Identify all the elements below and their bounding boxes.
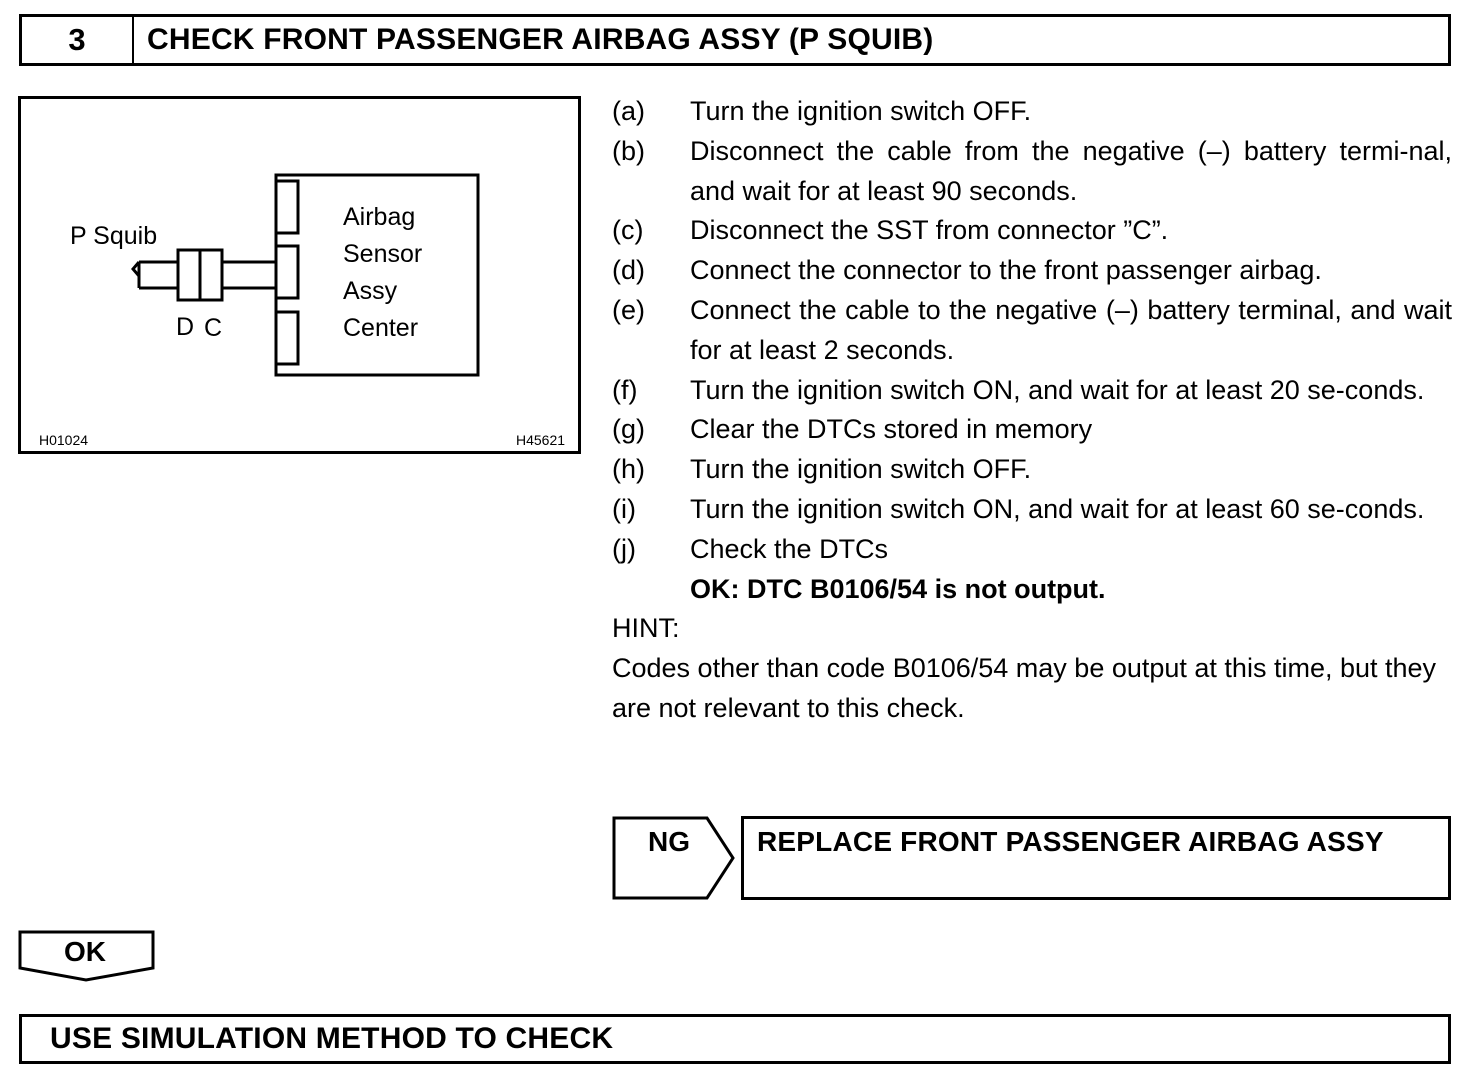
step-label: (g) [612, 414, 645, 445]
step-item: (a) Turn the ignition switch OFF. [612, 92, 1452, 132]
sensor-pin-1 [274, 179, 300, 235]
step-label: (e) [612, 294, 645, 325]
figure-code-right: H45621 [516, 432, 566, 448]
step-label: (f) [612, 374, 638, 405]
sensor-label-line-2: Sensor [343, 240, 423, 268]
wiring-diagram: P Squib D C Airbag Sensor Assy Center H0… [18, 96, 581, 454]
procedure-steps: (a) Turn the ignition switch OFF. (b) Di… [612, 92, 1452, 729]
step-text: Disconnect the cable from the negative (… [690, 135, 1452, 206]
ok-branch-arrow: OK [18, 930, 156, 982]
connector-d-label: D [176, 313, 195, 341]
step-item: (g) Clear the DTCs stored in memory [612, 410, 1452, 450]
step-text: Check the DTCs [690, 533, 889, 564]
step-text: Clear the DTCs stored in memory [690, 414, 1093, 445]
wiring-diagram-drawing [131, 173, 480, 377]
hint-label: HINT: [612, 613, 680, 644]
connector-d [176, 248, 202, 302]
ng-action-box: REPLACE FRONT PASSENGER AIRBAG ASSY [741, 816, 1451, 900]
step-text: Connect the cable to the negative (–) ba… [690, 294, 1452, 365]
sensor-label-line-3: Assy [343, 277, 398, 305]
step-item: (c) Disconnect the SST from connector ”C… [612, 211, 1452, 251]
p-squib-label: P Squib [70, 222, 158, 250]
ok-action-box: USE SIMULATION METHOD TO CHECK [19, 1014, 1451, 1064]
step-text: Turn the ignition switch OFF. [690, 96, 1032, 126]
step-item: (e) Connect the cable to the negative (–… [612, 291, 1452, 371]
step-label: (h) [612, 454, 645, 485]
step-text: Turn the ignition switch OFF. [690, 454, 1032, 485]
step-item: (b) Disconnect the cable from the negati… [612, 132, 1452, 212]
step-label: (d) [612, 255, 645, 286]
step-item: (f) Turn the ignition switch ON, and wai… [612, 371, 1452, 411]
step-item: (h) Turn the ignition switch OFF. [612, 450, 1452, 490]
squib-terminal [131, 261, 141, 277]
sensor-label-line-4: Center [343, 314, 419, 342]
step-text: Connect the connector to the front passe… [690, 255, 1322, 286]
step-label: (c) [612, 215, 644, 246]
step-text: Turn the ignition switch ON, and wait fo… [690, 493, 1425, 524]
ng-branch-arrow: NG [612, 816, 736, 900]
ng-arrow-shape [612, 816, 735, 900]
step-label: (i) [612, 493, 636, 524]
sensor-label-line-1: Airbag [343, 203, 416, 231]
step-label: (b) [612, 135, 645, 166]
step-text: Disconnect the SST from connector ”C”. [690, 215, 1169, 246]
step-item: (d) Connect the connector to the front p… [612, 251, 1452, 291]
sensor-pin-3 [274, 310, 300, 366]
step-title-bar: 3 CHECK FRONT PASSENGER AIRBAG ASSY (P S… [19, 14, 1451, 66]
sensor-box [274, 173, 480, 377]
step-label: (j) [612, 533, 636, 564]
step-text: Turn the ignition switch ON, and wait fo… [690, 374, 1425, 405]
step-label: (a) [612, 96, 645, 126]
ok-label: OK [64, 936, 106, 967]
figure-code-left: H01024 [39, 432, 89, 448]
step-title: CHECK FRONT PASSENGER AIRBAG ASSY (P SQU… [147, 23, 934, 56]
sensor-pin-2 [274, 244, 300, 300]
ok-arrow-shape [18, 930, 155, 982]
hint-text: Codes other than code B0106/54 may be ou… [612, 653, 1437, 723]
step-item: (i) Turn the ignition switch ON, and wai… [612, 490, 1452, 530]
connector-c-label: C [204, 314, 223, 342]
step-item: (j) Check the DTCs [612, 530, 1452, 570]
step-number: 3 [22, 17, 134, 63]
ok-criteria: OK: DTC B0106/54 is not output. [690, 573, 1106, 604]
ng-label: NG [648, 826, 690, 857]
connector-c [198, 248, 224, 302]
